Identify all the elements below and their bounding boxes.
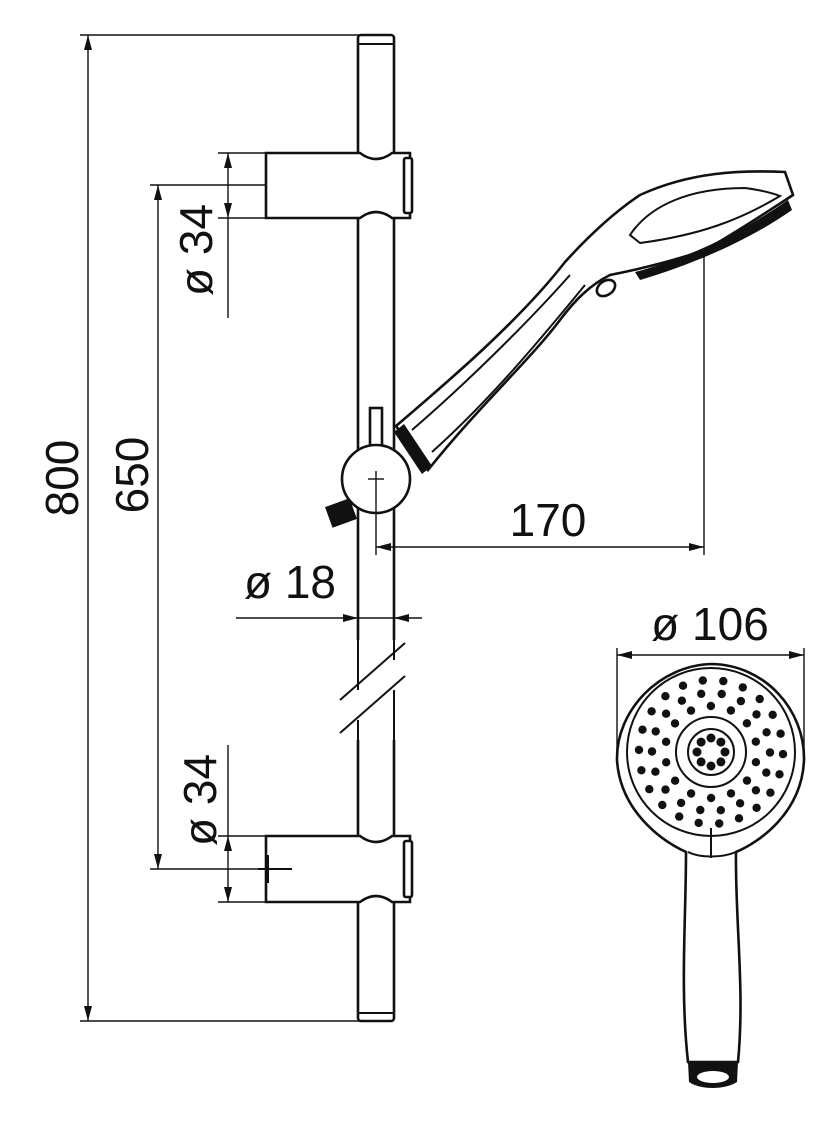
nozzle-dot xyxy=(647,707,656,716)
center-nozzle-dot xyxy=(716,757,726,767)
nozzle-dot xyxy=(638,725,647,734)
nozzle-dot xyxy=(776,729,785,738)
nozzle-dot xyxy=(719,676,728,686)
nozzle-dots xyxy=(634,676,788,828)
nozzle-dot xyxy=(762,768,771,777)
nozzle-dot xyxy=(778,749,788,759)
bottom-bracket-diameter-label: ø 34 xyxy=(174,754,226,846)
nozzle-dot xyxy=(686,706,696,715)
nozzle-dot xyxy=(706,701,716,711)
nozzle-dot xyxy=(715,819,724,828)
top-bracket-diameter-label: ø 34 xyxy=(170,204,222,296)
nozzle-dot xyxy=(751,758,761,767)
nozzle-dot xyxy=(661,709,671,718)
center-nozzle-dot xyxy=(696,737,706,747)
nozzle-dot xyxy=(670,776,680,785)
nozzle-dot xyxy=(634,745,644,755)
nozzle-dot xyxy=(696,805,705,815)
nozzle-dot xyxy=(735,799,745,808)
nozzle-dot xyxy=(752,710,761,719)
nozzle-dot xyxy=(651,767,660,776)
nozzle-dot xyxy=(662,758,671,767)
center-nozzle-dot xyxy=(696,757,706,767)
rail-diameter-label: ø 18 xyxy=(244,556,336,608)
nozzle-dot xyxy=(670,719,680,728)
shower-head-front-view xyxy=(615,662,806,1088)
center-nozzle-dot xyxy=(716,737,726,747)
bracket-spacing-label: 650 xyxy=(106,437,158,514)
center-nozzle-dot xyxy=(706,733,716,743)
nozzle-dot xyxy=(734,814,744,823)
nozzle-dot xyxy=(736,696,746,706)
nozzle-dot xyxy=(706,793,716,803)
nozzle-dot xyxy=(716,806,725,815)
nozzle-dot xyxy=(698,676,707,685)
nozzle-dot xyxy=(651,727,660,736)
bottom-wall-bracket xyxy=(258,834,414,904)
nozzle-dot xyxy=(775,770,784,779)
nozzle-dot xyxy=(765,748,775,757)
nozzle-dot xyxy=(661,785,670,794)
reach-label: 170 xyxy=(510,494,587,546)
nozzle-dot xyxy=(762,728,771,737)
nozzle-dot xyxy=(676,798,686,808)
nozzle-dot xyxy=(768,710,777,719)
nozzle-dot xyxy=(645,785,654,794)
nozzle-dot xyxy=(647,747,657,756)
rail-break-marks xyxy=(336,612,416,770)
nozzle-dot xyxy=(694,818,703,828)
nozzle-dot xyxy=(678,681,688,690)
center-nozzle-dot xyxy=(692,747,702,757)
nozzle-dot xyxy=(738,683,747,692)
center-nozzle-dot xyxy=(720,747,730,757)
nozzle-dot xyxy=(752,803,761,812)
nozzle-dot xyxy=(726,706,736,715)
nozzle-dot xyxy=(697,689,706,698)
total-height-label: 800 xyxy=(36,440,88,517)
nozzle-dot xyxy=(717,689,726,699)
nozzle-dot xyxy=(661,737,671,746)
nozzle-dot xyxy=(751,786,761,795)
nozzle-dot xyxy=(658,800,667,810)
nozzle-dot xyxy=(766,788,775,797)
nozzle-dot xyxy=(661,692,670,701)
nozzle-dot xyxy=(742,719,752,728)
nozzle-dot xyxy=(742,776,752,785)
center-nozzle-dot xyxy=(706,761,716,771)
top-wall-bracket xyxy=(264,151,414,220)
nozzle-dot xyxy=(637,766,646,775)
dimension-lines xyxy=(80,34,805,1022)
nozzle-dot xyxy=(726,789,736,798)
nozzle-dot xyxy=(751,737,760,746)
nozzle-dot xyxy=(675,812,684,821)
nozzle-dot xyxy=(677,696,687,705)
head-diameter-label: ø 106 xyxy=(651,598,769,650)
nozzle-dot xyxy=(686,789,696,798)
nozzle-dot xyxy=(755,694,764,704)
